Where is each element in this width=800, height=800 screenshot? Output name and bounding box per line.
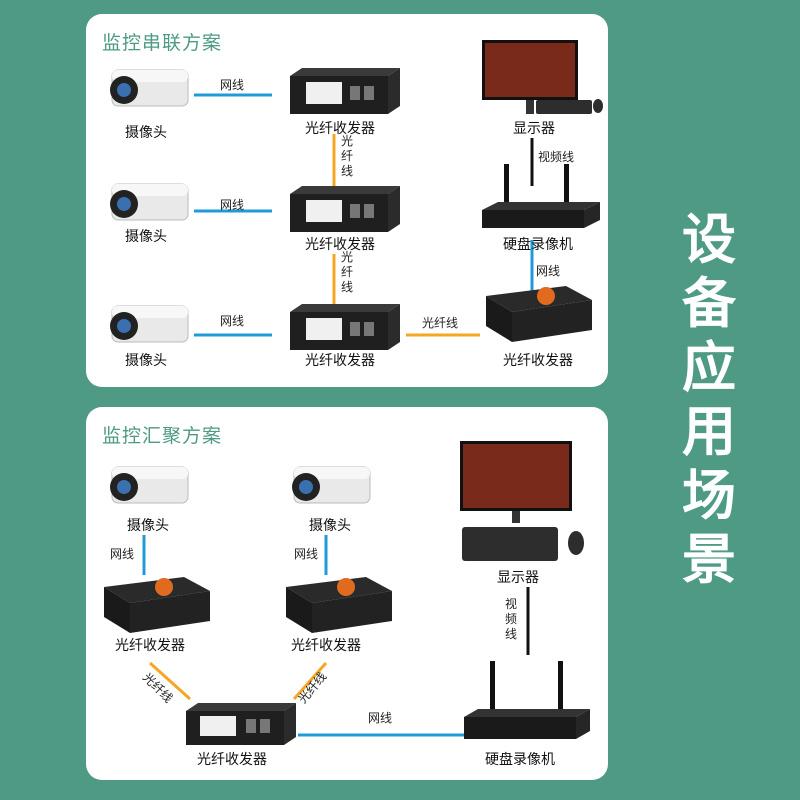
- net-cable-label: 网线: [220, 198, 245, 212]
- nvr-label: 硬盘录像机: [503, 237, 573, 253]
- panel-aggregation: 监控汇聚方案: [86, 407, 608, 780]
- panel-title: 监控汇聚方案: [102, 425, 223, 447]
- side-title-char: 设: [682, 208, 736, 271]
- camera-label: 摄像头: [125, 125, 167, 141]
- camera-label: 摄像头: [309, 518, 351, 534]
- switch-icon: [186, 703, 296, 745]
- net-cable-label: 网线: [536, 264, 561, 278]
- net-cable-label: 网线: [368, 711, 393, 725]
- fiber-cable-vertical-label: 光 纤 线: [340, 134, 354, 179]
- fiber-cable-label: 光纤线: [422, 316, 459, 330]
- side-title-char: 应: [682, 336, 736, 399]
- camera-icon: [110, 466, 189, 504]
- switch-icon: [290, 186, 400, 232]
- monitor-label: 显示器: [497, 570, 539, 586]
- nvr-label: 硬盘录像机: [485, 752, 555, 768]
- aggregation-diagram: [104, 441, 590, 745]
- char: 线: [340, 280, 353, 294]
- char: 线: [340, 164, 353, 178]
- char: 纤: [340, 265, 353, 279]
- video-cable-label: 视频线: [538, 150, 575, 164]
- fiber-cable-1: [148, 661, 192, 701]
- nvr-icon: [482, 164, 600, 228]
- transceiver-label: 光纤收发器: [115, 638, 185, 654]
- transceiver-label: 光纤收发器: [503, 353, 573, 369]
- switch-icon: [290, 68, 400, 114]
- panel-title: 监控串联方案: [102, 32, 223, 54]
- camera-icon: [110, 305, 189, 343]
- switch-icon: [290, 304, 400, 350]
- monitor-label: 显示器: [513, 121, 555, 137]
- side-title-char: 景: [682, 528, 736, 591]
- char: 频: [504, 612, 517, 626]
- side-title-char: 用: [682, 400, 736, 463]
- camera-icon: [110, 69, 189, 107]
- media-converter-icon: [104, 577, 210, 633]
- net-cable-label: 网线: [294, 547, 319, 561]
- char: 视: [504, 597, 517, 611]
- fiber-cable-vertical-label: 光 纤 线: [340, 250, 354, 295]
- side-title-char: 备: [682, 272, 736, 335]
- camera-label: 摄像头: [127, 518, 169, 534]
- fiber-cable-2: [292, 662, 328, 700]
- char: 光: [340, 134, 353, 148]
- nvr-icon: [464, 661, 590, 739]
- camera-icon: [110, 183, 189, 221]
- series-diagram: [110, 40, 603, 350]
- video-cable-vertical-label: 视 频 线: [504, 597, 518, 642]
- camera-label: 摄像头: [125, 229, 167, 245]
- transceiver-label: 光纤收发器: [305, 353, 375, 369]
- transceiver-label: 光纤收发器: [305, 237, 375, 253]
- panel-series: 监控串联方案: [86, 14, 608, 387]
- char: 纤: [340, 149, 353, 163]
- side-title-char: 场: [682, 464, 736, 527]
- camera-icon: [292, 466, 371, 504]
- char: 光: [340, 250, 353, 264]
- net-cable-label: 网线: [220, 314, 245, 328]
- side-title: 设 备 应 用 场 景: [674, 208, 744, 592]
- camera-label: 摄像头: [125, 353, 167, 369]
- transceiver-label: 光纤收发器: [305, 121, 375, 137]
- monitor-icon: [482, 40, 603, 114]
- media-converter-icon: [286, 577, 392, 633]
- transceiver-label: 光纤收发器: [291, 638, 361, 654]
- net-cable-label: 网线: [220, 78, 245, 92]
- transceiver-label: 光纤收发器: [197, 752, 267, 768]
- media-converter-icon: [486, 286, 592, 342]
- char: 线: [504, 627, 517, 641]
- net-cable-label: 网线: [110, 547, 135, 561]
- monitor-icon: [460, 441, 584, 561]
